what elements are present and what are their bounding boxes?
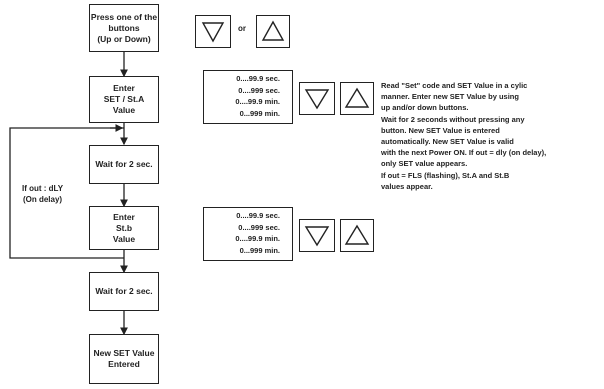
range-value: 0....99.9 sec. — [236, 211, 280, 220]
step-press-buttons: Press one of the buttons (Up or Down) — [89, 4, 159, 52]
range-box-set-a: 0....99.9 sec. 0....999 sec. 0....99.9 m… — [203, 70, 293, 124]
step-wait-1: Wait for 2 sec. — [89, 145, 159, 184]
range-value: 0....999 sec. — [238, 222, 280, 232]
up-triangle-icon — [261, 20, 285, 41]
down-button-box — [195, 15, 231, 48]
down-button-box — [299, 82, 335, 115]
down-triangle-icon — [201, 22, 225, 43]
loop-condition-label: If out : dLY (On delay) — [22, 184, 64, 205]
step-enter-stb-value: Enter St.b Value — [89, 206, 159, 250]
or-label: or — [238, 24, 246, 33]
range-value: 0....99.9 sec. — [236, 74, 280, 83]
step-new-set-entered: New SET Value Entered — [89, 334, 159, 384]
up-triangle-icon — [344, 87, 370, 108]
step-enter-set-value: Enter SET / St.A Value — [89, 76, 159, 123]
up-triangle-icon — [344, 224, 370, 245]
step-wait-2: Wait for 2 sec. — [89, 272, 159, 311]
down-triangle-icon — [304, 226, 330, 247]
range-value: 0...999 min. — [239, 245, 280, 255]
range-value: 0....99.9 min. — [235, 97, 280, 106]
down-button-box — [299, 219, 335, 252]
range-value: 0....99.9 min. — [235, 234, 280, 243]
up-button-box — [340, 82, 374, 115]
range-box-st-b: 0....99.9 sec. 0....999 sec. 0....99.9 m… — [203, 207, 293, 261]
range-value: 0...999 min. — [239, 108, 280, 118]
down-triangle-icon — [304, 89, 330, 110]
instruction-note: Read "Set" code and SET Value in a cylic… — [381, 81, 547, 191]
loop-back-line — [9, 127, 124, 259]
up-button-box — [256, 15, 290, 48]
range-value: 0....999 sec. — [238, 85, 280, 95]
up-button-box — [340, 219, 374, 252]
